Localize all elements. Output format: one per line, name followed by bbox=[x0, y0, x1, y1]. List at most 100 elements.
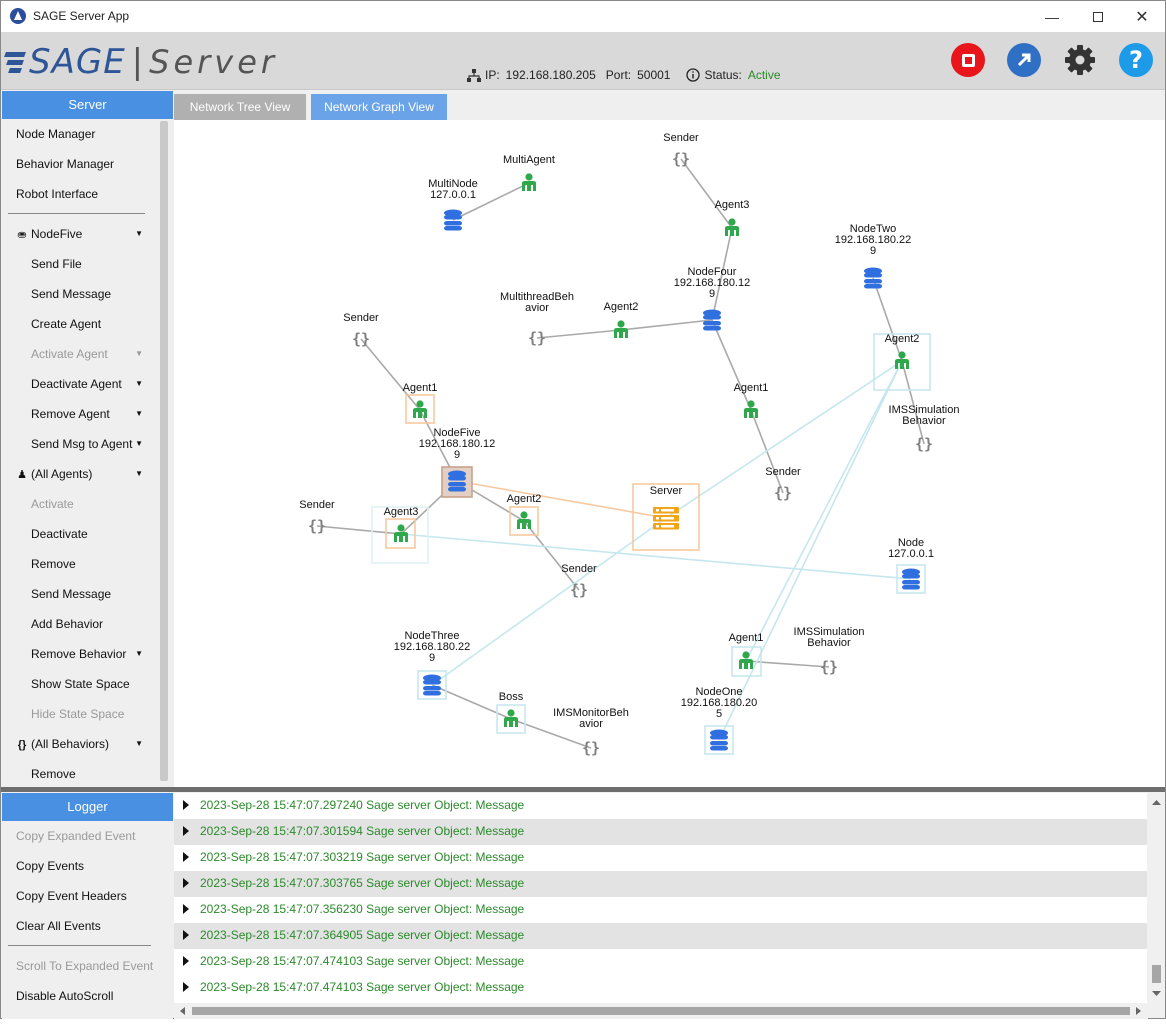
graph-edge bbox=[536, 329, 622, 339]
graph-node-agent1_left[interactable]: Agent1 bbox=[403, 382, 438, 418]
settings-button[interactable] bbox=[1063, 43, 1097, 77]
log-row[interactable]: 2023-Sep-28 15:47:07.364905 Sage server … bbox=[174, 923, 1147, 949]
graph-node-label: Agent2 bbox=[604, 301, 639, 313]
menu-deactivate-agent[interactable]: Deactivate Agent ▼ bbox=[2, 369, 173, 399]
log-row[interactable]: 2023-Sep-28 15:47:07.474103 Sage server … bbox=[174, 975, 1147, 1001]
log-row[interactable]: 2023-Sep-28 15:47:07.356230 Sage server … bbox=[174, 897, 1147, 923]
menu-remove[interactable]: Remove bbox=[31, 557, 76, 571]
node-selector[interactable]: ⛂NodeFive ▼ bbox=[2, 219, 173, 249]
menu-deactivate[interactable]: Deactivate bbox=[31, 527, 88, 541]
database-layer bbox=[703, 315, 721, 320]
sidebar-scrollbar[interactable] bbox=[160, 121, 168, 781]
log-row[interactable]: 2023-Sep-28 15:47:07.474103 Sage server … bbox=[174, 949, 1147, 975]
log-horizontal-scrollbar[interactable] bbox=[174, 1003, 1148, 1019]
graph-node-label: avior bbox=[579, 718, 603, 730]
log-row[interactable]: 2023-Sep-28 15:47:07.297240 Sage server … bbox=[174, 793, 1147, 819]
agent-icon bbox=[747, 400, 755, 408]
log-row[interactable]: 2023-Sep-28 15:47:07.301594 Sage server … bbox=[174, 819, 1147, 845]
behavior-selector[interactable]: {}(All Behaviors) ▼ bbox=[2, 729, 173, 759]
graph-node-server[interactable]: Server bbox=[650, 485, 683, 530]
graph-node-agent1_mid[interactable]: Agent1 bbox=[734, 382, 769, 418]
menu-clear-all-events[interactable]: Clear All Events bbox=[16, 919, 101, 933]
graph-node-agent2_mid[interactable]: Agent2 bbox=[604, 301, 639, 338]
graph-node-multiagent[interactable]: MultiAgent bbox=[503, 154, 555, 191]
graph-node-agent3_left[interactable]: Agent3 bbox=[384, 506, 419, 542]
menu-remove-behavior[interactable]: Remove Behavior ▼ bbox=[2, 639, 173, 669]
menu-add-behavior[interactable]: Add Behavior bbox=[31, 617, 104, 631]
graph-node-sender_mid[interactable]: {}Sender bbox=[765, 466, 801, 502]
status-value: Active bbox=[747, 68, 781, 82]
network-graph-canvas[interactable]: MultiNode127.0.0.1MultiAgent{}SenderAgen… bbox=[174, 120, 1165, 788]
menu-send-msg-to-agent[interactable]: Send Msg to Agent ▼ bbox=[2, 429, 173, 459]
menu-activate[interactable]: Activate bbox=[31, 497, 74, 511]
maximize-button[interactable] bbox=[1075, 1, 1121, 32]
log-row[interactable]: 2023-Sep-28 15:47:07.303219 Sage server … bbox=[174, 845, 1147, 871]
close-button[interactable]: ✕ bbox=[1119, 1, 1165, 32]
menu-send-file[interactable]: Send File bbox=[31, 257, 82, 271]
menu-hide-state-space[interactable]: Hide State Space bbox=[31, 707, 125, 721]
graph-node-label: Agent1 bbox=[729, 632, 764, 644]
chevron-down-icon: ▼ bbox=[135, 469, 143, 478]
menu-agent-send-message[interactable]: Send Message bbox=[31, 587, 112, 601]
minimize-button[interactable]: — bbox=[1029, 1, 1075, 32]
graph-node-agent2_nf[interactable]: Agent2 bbox=[507, 493, 542, 529]
chevron-down-icon: ▼ bbox=[135, 379, 143, 388]
graph-node-sender_left[interactable]: {}Sender bbox=[343, 312, 379, 348]
graph-node-agent3_top[interactable]: Agent3 bbox=[715, 199, 750, 236]
graph-node-boss[interactable]: Boss bbox=[499, 691, 524, 727]
stop-server-button[interactable] bbox=[951, 43, 985, 77]
menu-robot-interface[interactable]: Robot Interface bbox=[16, 187, 99, 201]
menu-copy-event-headers[interactable]: Copy Event Headers bbox=[16, 889, 127, 903]
database-icon bbox=[423, 674, 441, 682]
menu-copy-expanded-event[interactable]: Copy Expanded Event bbox=[16, 829, 136, 843]
graph-node-label: 192.168.180.12 bbox=[674, 277, 750, 289]
menu-behavior-manager[interactable]: Behavior Manager bbox=[16, 157, 115, 171]
panel-splitter[interactable] bbox=[1, 787, 1165, 792]
menu-show-state-space[interactable]: Show State Space bbox=[31, 677, 130, 691]
database-layer bbox=[423, 686, 441, 691]
graph-edge bbox=[745, 660, 830, 668]
tab-network-graph-view[interactable]: Network Graph View bbox=[311, 94, 447, 120]
agent-icon bbox=[520, 511, 528, 519]
database-layer bbox=[864, 273, 882, 278]
menu-remove-behavior-item[interactable]: Remove bbox=[31, 767, 76, 781]
menu-send-message[interactable]: Send Message bbox=[31, 287, 112, 301]
database-icon bbox=[444, 209, 462, 217]
database-icon: ⛂ bbox=[17, 229, 27, 241]
tab-network-tree-view[interactable]: Network Tree View bbox=[174, 94, 306, 120]
graph-node-agent2_right[interactable]: Agent2 bbox=[885, 333, 920, 369]
menu-scroll-to-expanded-event[interactable]: Scroll To Expanded Event bbox=[16, 959, 154, 973]
menu-remove-agent[interactable]: Remove Agent ▼ bbox=[2, 399, 173, 429]
chevron-down-icon: ▼ bbox=[135, 439, 143, 448]
behavior-braces-icon: {} bbox=[528, 329, 546, 347]
help-button[interactable]: ? bbox=[1119, 43, 1153, 77]
menu-disable-autoscroll[interactable]: Disable AutoScroll bbox=[16, 989, 114, 1003]
log-vertical-scrollbar[interactable] bbox=[1148, 793, 1165, 1003]
graph-node-sender_bottom[interactable]: {}Sender bbox=[561, 563, 597, 599]
graph-node-agent1_bottom[interactable]: Agent1 bbox=[729, 632, 764, 669]
menu-activate-agent[interactable]: Activate Agent ▼ bbox=[2, 339, 173, 369]
person-icon: ♟ bbox=[17, 469, 27, 481]
export-button[interactable] bbox=[1007, 43, 1041, 77]
graph-node-sender_far_left[interactable]: {}Sender bbox=[299, 499, 335, 535]
database-layer bbox=[448, 476, 466, 481]
log-row[interactable]: 2023-Sep-28 15:47:07.303765 Sage server … bbox=[174, 871, 1147, 897]
agent-body bbox=[394, 532, 408, 542]
menu-copy-events[interactable]: Copy Events bbox=[16, 859, 85, 873]
menu-node-manager[interactable]: Node Manager bbox=[16, 127, 96, 141]
agent-selector[interactable]: ♟(All Agents) ▼ bbox=[2, 459, 173, 489]
graph-node-sender_top[interactable]: {}Sender bbox=[663, 132, 699, 168]
menu-create-agent[interactable]: Create Agent bbox=[31, 317, 102, 331]
